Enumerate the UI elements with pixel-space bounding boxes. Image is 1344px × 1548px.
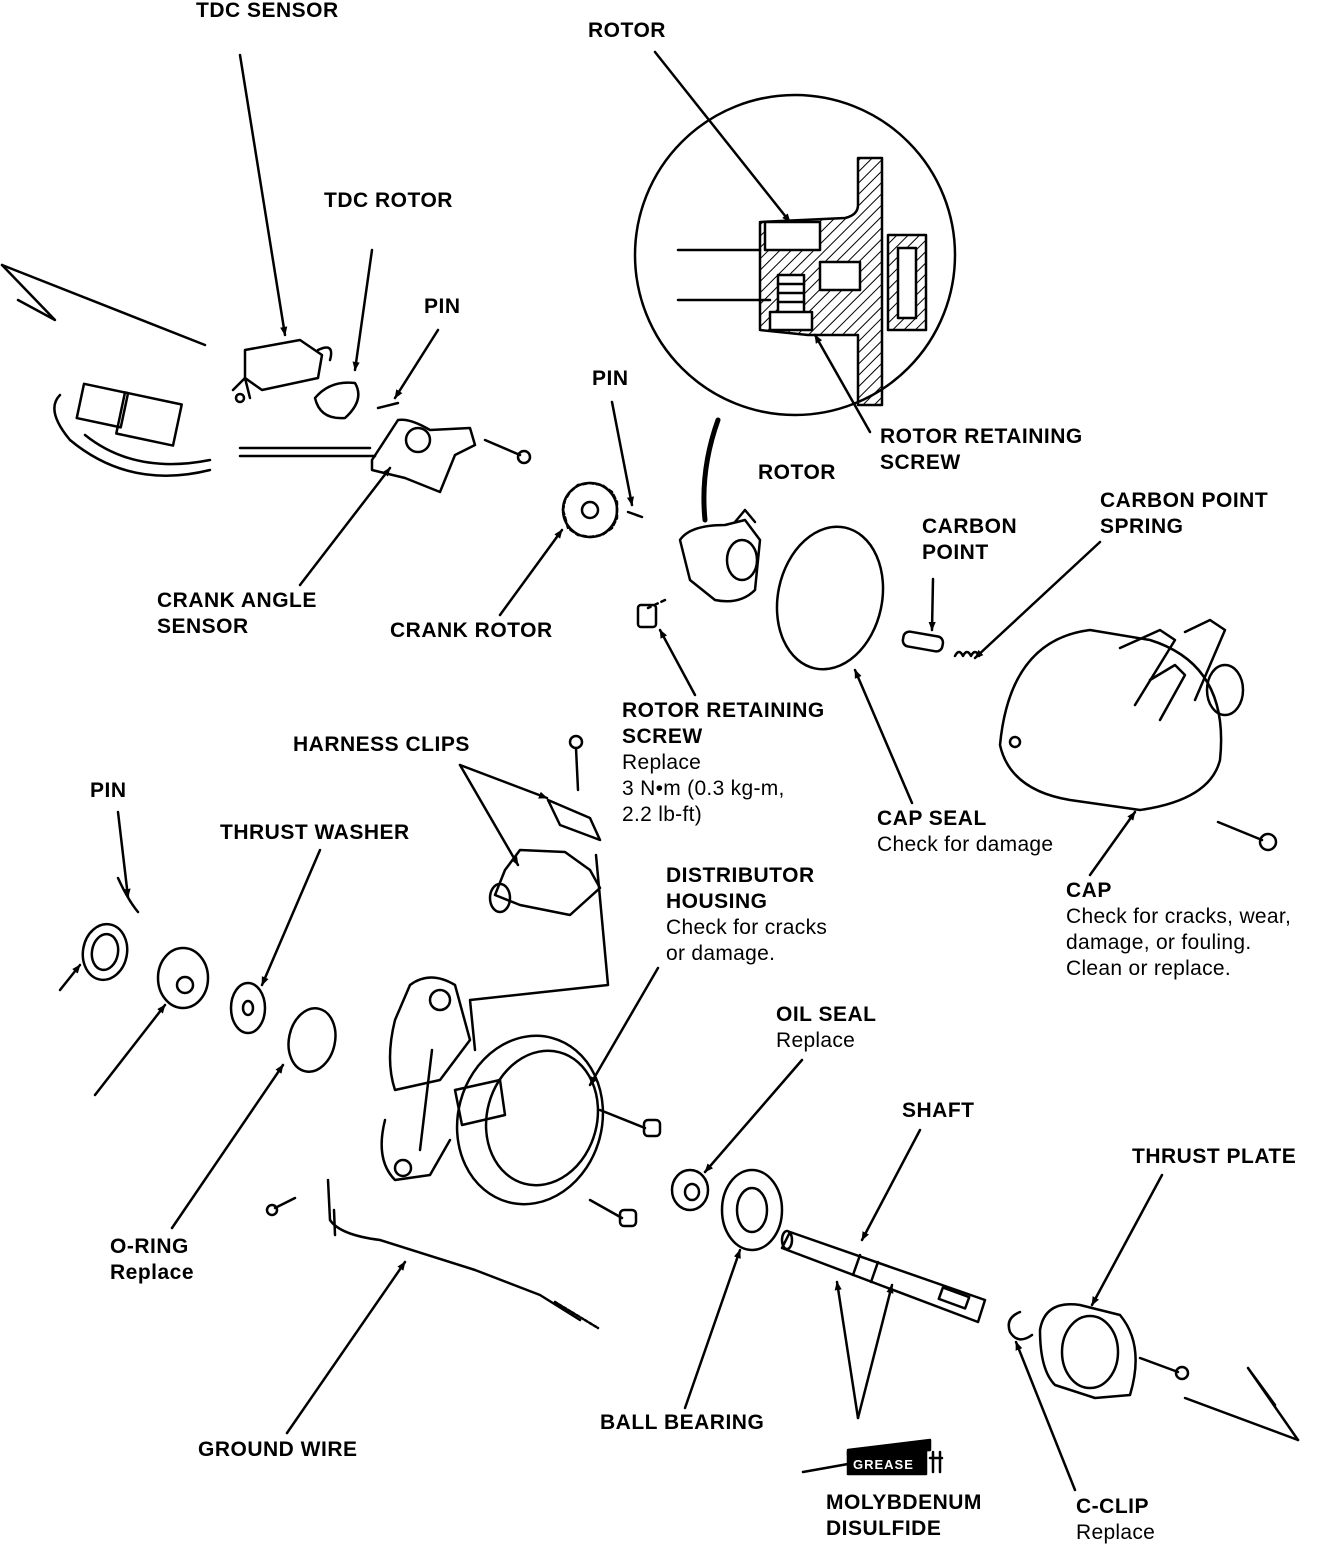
ball-bearing-part xyxy=(720,1168,784,1252)
label-rotor-retaining-screw: ROTOR RETAINING SCREW Replace 3 N•m (0.3… xyxy=(622,699,825,826)
label-tdc-sensor: TDC SENSOR xyxy=(196,0,339,22)
crank-angle-sensor-assembly xyxy=(53,338,532,494)
harness-clips-part xyxy=(468,734,610,1052)
label-harness-clips: HARNESS CLIPS xyxy=(293,733,470,756)
c-clip-part xyxy=(1007,1310,1034,1341)
distributor-housing-part xyxy=(380,976,662,1228)
label-c-clip: C-CLIP Replace xyxy=(1076,1495,1156,1544)
label-crank-rotor: CRANK ROTOR xyxy=(390,619,553,642)
label-rotor-mid: ROTOR xyxy=(758,461,836,484)
crank-rotor-gear xyxy=(561,481,644,539)
pin-left-part xyxy=(116,876,140,914)
label-rotor-retaining-screw-detail: ROTOR RETAINING SCREW xyxy=(880,425,1083,474)
shaft-part xyxy=(780,1229,987,1324)
ground-wire-part xyxy=(265,1178,600,1330)
o-ring-part xyxy=(287,1007,337,1073)
oil-seal-part xyxy=(670,1168,710,1212)
seal-ring-left xyxy=(81,922,129,982)
label-pin-top: PIN xyxy=(424,295,461,318)
label-molybdenum-disulfide: MOLYBDENUM DISULFIDE xyxy=(826,1491,982,1540)
label-cap-seal: CAP SEAL Check for damage xyxy=(877,807,1054,856)
rotor-detail-circle xyxy=(633,93,957,523)
label-distributor-housing: DISTRIBUTOR HOUSING Check for cracks or … xyxy=(666,864,828,965)
cap-seal-ring xyxy=(775,525,885,671)
grease-tube-label: GREASE xyxy=(853,1457,914,1472)
grease-tube-icon xyxy=(801,1438,944,1476)
label-ground-wire: GROUND WIRE xyxy=(198,1438,358,1461)
label-carbon-point: CARBON POINT xyxy=(922,515,1018,564)
label-cap: CAP Check for cracks, wear, damage, or f… xyxy=(1066,879,1292,980)
label-carbon-point-spring: CARBON POINT SPRING xyxy=(1100,489,1269,538)
distributor-cap-part xyxy=(998,618,1278,852)
leader-lines xyxy=(58,50,1164,1492)
carbon-spring-part xyxy=(953,650,981,658)
label-ball-bearing: BALL BEARING xyxy=(600,1411,765,1434)
label-thrust-washer: THRUST WASHER xyxy=(220,821,410,844)
label-oil-seal: OIL SEAL Replace xyxy=(776,1003,877,1052)
orientation-arrow-top-left xyxy=(0,263,207,347)
orientation-arrow-bottom-right xyxy=(1183,1366,1300,1442)
label-thrust-plate: THRUST PLATE xyxy=(1132,1145,1297,1168)
label-pin-mid: PIN xyxy=(592,367,629,390)
thrust-plate-part xyxy=(1038,1303,1190,1400)
label-shaft: SHAFT xyxy=(902,1099,975,1122)
label-tdc-rotor: TDC ROTOR xyxy=(324,189,453,212)
rotor-part xyxy=(636,508,762,629)
label-rotor-top: ROTOR xyxy=(588,19,666,42)
thrust-washer-part xyxy=(229,981,267,1035)
carbon-point-part xyxy=(901,630,945,653)
label-crank-angle-sensor: CRANK ANGLE SENSOR xyxy=(157,589,317,638)
label-o-ring: O-RING Replace xyxy=(110,1235,195,1284)
thrust-cap-part xyxy=(156,946,210,1010)
label-pin-left: PIN xyxy=(90,779,127,802)
